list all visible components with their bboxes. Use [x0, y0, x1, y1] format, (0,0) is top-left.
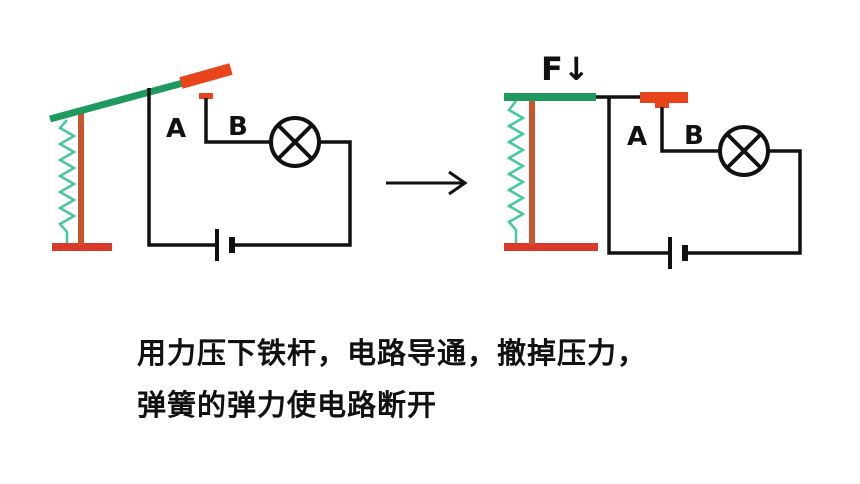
diagram-after: A B F↓	[504, 50, 802, 269]
lever-left	[49, 79, 184, 123]
caption-line-2: 弹簧的弹力使电路断开	[137, 388, 438, 422]
wire-lever-left	[147, 88, 217, 247]
wire-terminal-a-lamp-right	[660, 107, 720, 153]
post-left	[78, 112, 84, 245]
lamp-cross-2-right	[725, 132, 763, 170]
terminal-b-label-left: B	[228, 112, 248, 142]
lamp-cross-2-left	[276, 123, 314, 161]
force-label: F↓	[541, 50, 590, 88]
wire-terminal-a-lamp-left	[204, 98, 271, 144]
lever-right	[504, 93, 596, 101]
terminal-b-label-right: B	[684, 121, 704, 151]
lever-contact-pad-left	[179, 63, 233, 89]
terminal-a-cap-left	[199, 93, 213, 99]
wire-battery-lamp-right	[685, 149, 802, 255]
terminal-a-cap-right	[655, 102, 669, 108]
transition-arrow-icon	[386, 170, 468, 196]
post-right	[529, 97, 535, 245]
spring-left	[57, 119, 77, 243]
wire-lever-right	[607, 97, 670, 255]
base-left	[52, 243, 112, 251]
lever-contact-pad-right	[640, 92, 688, 103]
spring-right	[506, 100, 526, 243]
base-right	[504, 243, 598, 251]
terminal-a-label-left: A	[166, 114, 186, 144]
terminal-a-label-right: A	[627, 122, 647, 152]
caption-line-1: 用力压下铁杆，电路导通，撤掉压力，	[137, 336, 648, 370]
diagram-before: A B	[49, 63, 352, 261]
wire-battery-lamp-left	[232, 140, 352, 247]
